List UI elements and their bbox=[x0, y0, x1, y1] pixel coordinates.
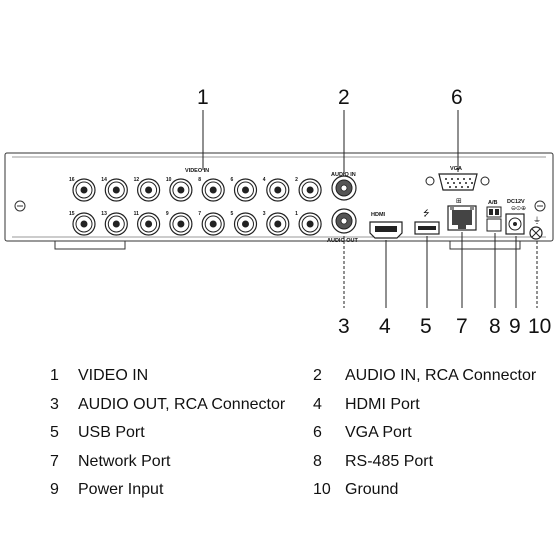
usb-port: ⭍ bbox=[414, 209, 440, 235]
channel-number: 5 bbox=[231, 211, 234, 217]
legend-number: 10 bbox=[313, 481, 331, 498]
legend-number: 9 bbox=[50, 481, 59, 498]
hdmi-panel-label: HDMI bbox=[371, 212, 386, 218]
legend-number: 3 bbox=[50, 396, 59, 413]
channel-number: 12 bbox=[134, 177, 140, 183]
video-in-panel-label: VIDEO IN bbox=[185, 168, 209, 174]
chassis bbox=[4, 152, 554, 250]
channel-number: 4 bbox=[263, 177, 266, 183]
screw-right bbox=[534, 200, 546, 212]
power-panel-label: DC12V bbox=[507, 199, 525, 205]
foot-left bbox=[54, 241, 126, 250]
audio-out-panel-label: AUDIO OUT bbox=[327, 238, 359, 244]
channel-number: 1 bbox=[295, 211, 298, 217]
channel-number: 11 bbox=[134, 211, 140, 217]
legend-text: Ground bbox=[345, 481, 399, 498]
network-port: ⊞ bbox=[447, 197, 477, 231]
legend-number: 6 bbox=[313, 424, 322, 441]
bnc-connector: 11 bbox=[134, 211, 161, 236]
power-input: DC12V ⊖⊙⊕ bbox=[505, 199, 526, 235]
video-in-connectors: 16 14 12 10 8 6 4 2 15 13 11 9 7 5 3 1 bbox=[69, 177, 322, 236]
bnc-connector: 6 bbox=[231, 177, 258, 202]
chassis-outline bbox=[4, 152, 554, 242]
channel-number: 13 bbox=[101, 211, 107, 217]
bnc-connector: 2 bbox=[295, 177, 322, 202]
callout-7: 7 bbox=[456, 315, 468, 338]
callout-8: 8 bbox=[489, 315, 501, 338]
bnc-connector: 4 bbox=[263, 177, 290, 202]
screw-left bbox=[14, 200, 26, 212]
legend-number: 5 bbox=[50, 424, 59, 441]
callout-6: 6 bbox=[451, 86, 463, 109]
legend-number: 1 bbox=[50, 367, 59, 384]
legend-number: 2 bbox=[313, 367, 322, 384]
channel-number: 9 bbox=[166, 211, 169, 217]
callout-2: 2 bbox=[338, 86, 350, 109]
foot-right bbox=[449, 241, 521, 250]
callout-3: 3 bbox=[338, 315, 350, 338]
ground-symbol-icon: ⏚ bbox=[533, 216, 541, 225]
vga-panel-label: VGA bbox=[450, 166, 462, 172]
bnc-connector: 12 bbox=[134, 177, 161, 202]
bnc-connector: 15 bbox=[69, 211, 96, 236]
bnc-connector: 10 bbox=[166, 177, 193, 202]
channel-number: 10 bbox=[166, 177, 172, 183]
legend-number: 8 bbox=[313, 453, 322, 470]
legend-number: 7 bbox=[50, 453, 59, 470]
bnc-connector: 3 bbox=[263, 211, 290, 236]
legend-text: AUDIO IN, RCA Connector bbox=[345, 367, 537, 384]
callout-1: 1 bbox=[197, 86, 209, 109]
polarity-icon: ⊖⊙⊕ bbox=[511, 205, 526, 212]
legend-text: HDMI Port bbox=[345, 396, 420, 413]
channel-number: 3 bbox=[263, 211, 266, 217]
bnc-connector: 5 bbox=[231, 211, 258, 236]
bnc-connector: 1 bbox=[295, 211, 322, 236]
rs485-port: A/B bbox=[486, 200, 502, 232]
channel-number: 15 bbox=[69, 211, 75, 217]
callout-9: 9 bbox=[509, 315, 521, 338]
network-symbol-icon: ⊞ bbox=[456, 197, 462, 205]
channel-number: 16 bbox=[69, 177, 75, 183]
ground-terminal: ⏚ bbox=[529, 216, 543, 240]
legend-text: USB Port bbox=[78, 424, 145, 441]
leader-lines bbox=[202, 110, 538, 308]
legend-number: 4 bbox=[313, 396, 322, 413]
legend-text: VGA Port bbox=[345, 424, 412, 441]
legend-text: Network Port bbox=[78, 453, 171, 470]
audio-in-panel-label: AUDIO IN bbox=[331, 172, 356, 178]
callout-5: 5 bbox=[420, 315, 432, 338]
vga-port: VGA bbox=[425, 166, 490, 191]
audio-in-rca-connector bbox=[331, 175, 357, 201]
channel-number: 14 bbox=[101, 177, 107, 183]
channel-number: 7 bbox=[198, 211, 201, 217]
channel-number: 2 bbox=[295, 177, 298, 183]
audio-out-rca-connector bbox=[331, 208, 357, 234]
bnc-connector: 8 bbox=[198, 177, 225, 202]
legend-text: Power Input bbox=[78, 481, 164, 498]
callout-10: 10 bbox=[528, 315, 551, 338]
hdmi-port: HDMI bbox=[369, 212, 403, 239]
bnc-connector: 9 bbox=[166, 211, 193, 236]
bnc-connector: 16 bbox=[69, 177, 96, 202]
legend-text: VIDEO IN bbox=[78, 367, 149, 384]
rs485-panel-label: A/B bbox=[488, 200, 498, 206]
bnc-connector: 7 bbox=[198, 211, 225, 236]
bnc-connector: 13 bbox=[101, 211, 128, 236]
legend-text: RS-485 Port bbox=[345, 453, 434, 470]
callout-4: 4 bbox=[379, 315, 391, 338]
chassis-screws bbox=[14, 200, 546, 212]
legend-text: AUDIO OUT, RCA Connector bbox=[78, 396, 286, 413]
channel-number: 8 bbox=[198, 177, 201, 183]
bnc-connector: 14 bbox=[101, 177, 128, 202]
usb-symbol-icon: ⭍ bbox=[423, 209, 430, 218]
channel-number: 6 bbox=[231, 177, 234, 183]
